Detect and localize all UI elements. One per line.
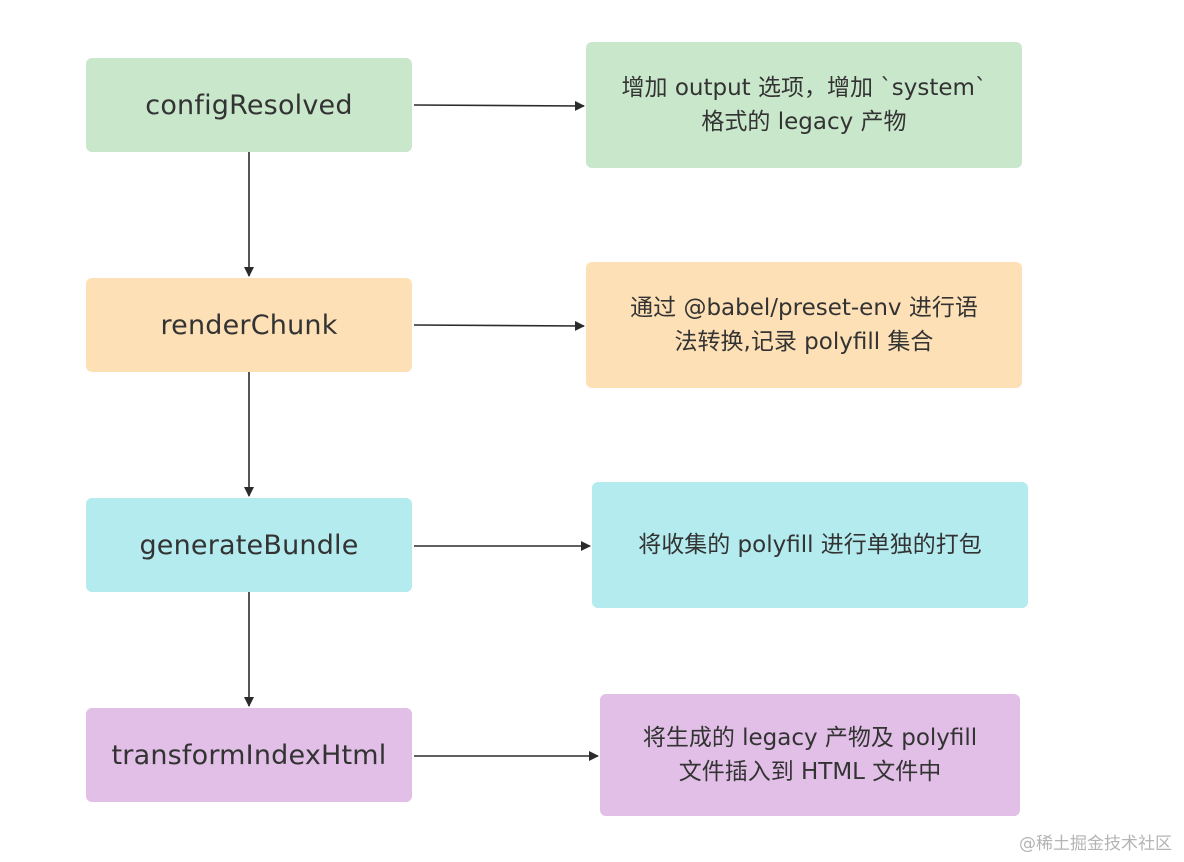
- arrow-step2-to-desc2: [413, 320, 585, 331]
- desc-config-resolved: 增加 output 选项，增加 `system` 格式的 legacy 产物: [586, 42, 1022, 168]
- desc-line: 增加 output 选项，增加 `system`: [621, 75, 987, 101]
- desc-transform-index-html: 将生成的 legacy 产物及 polyfill 文件插入到 HTML 文件中: [600, 694, 1020, 816]
- desc-line: 法转换,记录 polyfill 集合: [674, 329, 934, 355]
- desc-line: 将生成的 legacy 产物及 polyfill: [642, 725, 978, 751]
- desc-generate-bundle: 将收集的 polyfill 进行单独的打包: [592, 482, 1028, 608]
- desc-line: 文件插入到 HTML 文件中: [678, 759, 942, 785]
- step-generate-bundle: generateBundle: [86, 498, 412, 592]
- desc-line: 将收集的 polyfill 进行单独的打包: [638, 532, 982, 558]
- desc-line: 通过 @babel/preset-env 进行语: [630, 295, 978, 321]
- step-label: renderChunk: [160, 309, 338, 341]
- arrow-step1-to-desc1: [413, 100, 585, 111]
- step-transform-index-html: transformIndexHtml: [86, 708, 412, 802]
- step-label: configResolved: [145, 89, 353, 121]
- step-config-resolved: configResolved: [86, 58, 412, 152]
- step-render-chunk: renderChunk: [86, 278, 412, 372]
- step-label: generateBundle: [139, 529, 359, 561]
- step-label: transformIndexHtml: [111, 739, 387, 771]
- watermark: @稀土掘金技术社区: [1019, 834, 1172, 854]
- desc-render-chunk: 通过 @babel/preset-env 进行语 法转换,记录 polyfill…: [586, 262, 1022, 388]
- desc-line: 格式的 legacy 产物: [701, 109, 907, 135]
